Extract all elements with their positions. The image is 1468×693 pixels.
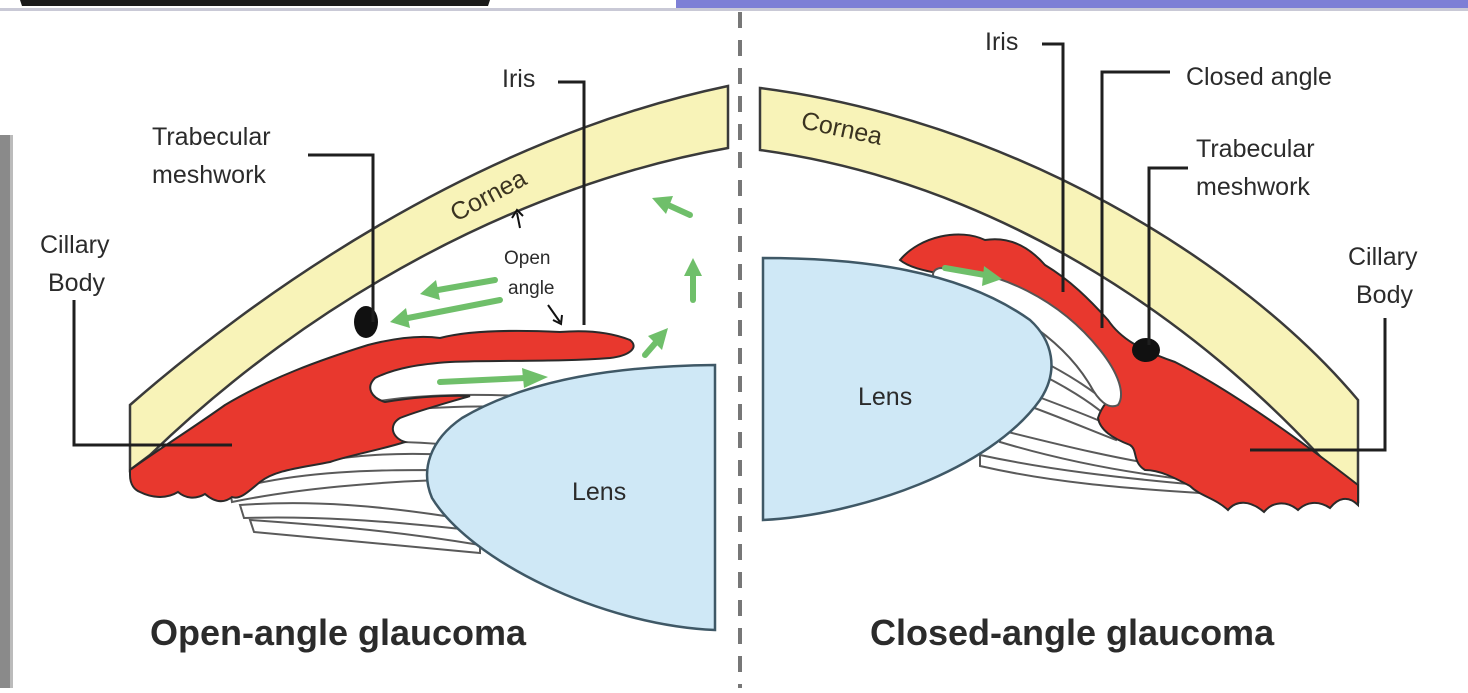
iris-leader-right	[1042, 44, 1063, 292]
open-angle-title: Open-angle glaucoma	[150, 612, 527, 653]
trabecular-label-right-1: Trabecular	[1196, 135, 1315, 163]
trabecular-label-left-2: meshwork	[152, 161, 266, 189]
open-angle-panel: Iris Trabecular meshwork Cillary Body Co…	[40, 65, 728, 653]
ciliary-label-right-1: Cillary	[1348, 243, 1418, 271]
closed-angle-panel: Iris Closed angle Trabecular meshwork Ci…	[760, 28, 1418, 653]
left-edge-shadow	[10, 135, 13, 688]
lens-label-right: Lens	[858, 383, 912, 411]
iris-leader-left	[558, 82, 584, 325]
cropped-heading-text	[20, 0, 490, 6]
lens-label-left: Lens	[572, 478, 626, 506]
closed-angle-title: Closed-angle glaucoma	[870, 612, 1275, 653]
ciliary-label-right-2: Body	[1356, 281, 1413, 309]
closed-angle-label: Closed angle	[1186, 63, 1332, 91]
iris-label-left: Iris	[502, 65, 535, 93]
ciliary-label-left-1: Cillary	[40, 231, 110, 259]
top-rule	[0, 8, 1468, 11]
left-edge-bar	[0, 135, 10, 688]
iris-label-right: Iris	[985, 28, 1018, 56]
trabecular-meshwork-dot-right	[1132, 338, 1160, 362]
trabecular-label-left-1: Trabecular	[152, 123, 271, 151]
open-angle-label-1: Open	[504, 248, 550, 269]
open-angle-label-2: angle	[508, 278, 555, 299]
ciliary-label-left-2: Body	[48, 269, 105, 297]
trabecular-label-right-2: meshwork	[1196, 173, 1310, 201]
open-angle-arrow-down	[548, 305, 562, 324]
